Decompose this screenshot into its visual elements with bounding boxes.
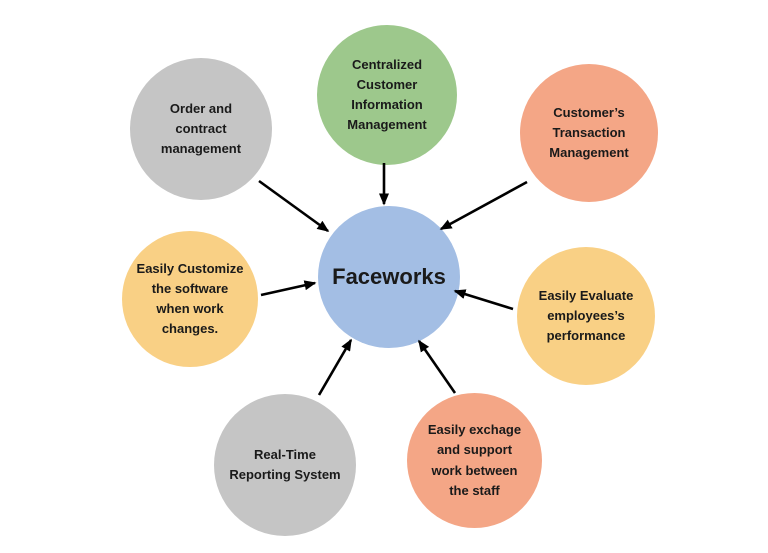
- arrow-top-right-to-center: [439, 180, 528, 231]
- node-label-order-and-contract-management: Order and contract management: [160, 100, 242, 157]
- node-label-customers-transaction-management: Customer’s Transaction Management: [549, 104, 629, 161]
- node-order-and-contract-management: Order and contract management: [130, 58, 272, 200]
- arrow-bottom-left-to-center: [317, 338, 353, 396]
- node-label-real-time-reporting-system: Real-Time Reporting System: [229, 446, 341, 482]
- node-centralized-customer-information-management: Centralized Customer Information Managem…: [317, 25, 457, 165]
- arrow-top-left-to-center: [258, 179, 330, 233]
- node-real-time-reporting-system: Real-Time Reporting System: [214, 394, 356, 536]
- node-easily-customize-the-software: Easily Customize the software when work …: [122, 231, 258, 367]
- arrow-right-to-center: [453, 289, 514, 311]
- node-easily-evaluate-employees-performance: Easily Evaluate employees’s performance: [517, 247, 655, 385]
- hub-faceworks: Faceworks: [318, 206, 460, 348]
- node-label-centralized-customer-information-management: Centralized Customer Information Managem…: [347, 56, 427, 133]
- arrow-left-to-center: [260, 280, 317, 297]
- hub-label-faceworks: Faceworks: [332, 263, 446, 289]
- node-label-easily-evaluate-employees-performance: Easily Evaluate employees’s performance: [538, 287, 634, 344]
- node-label-easily-customize-the-software: Easily Customize the software when work …: [136, 260, 244, 337]
- arrow-bottom-right-to-center: [417, 339, 457, 394]
- node-customers-transaction-management: Customer’s Transaction Management: [520, 64, 658, 202]
- node-label-easily-exchange-and-support-work: Easily exchage and support work between …: [427, 422, 522, 498]
- node-easily-exchange-and-support-work: Easily exchage and support work between …: [407, 393, 542, 528]
